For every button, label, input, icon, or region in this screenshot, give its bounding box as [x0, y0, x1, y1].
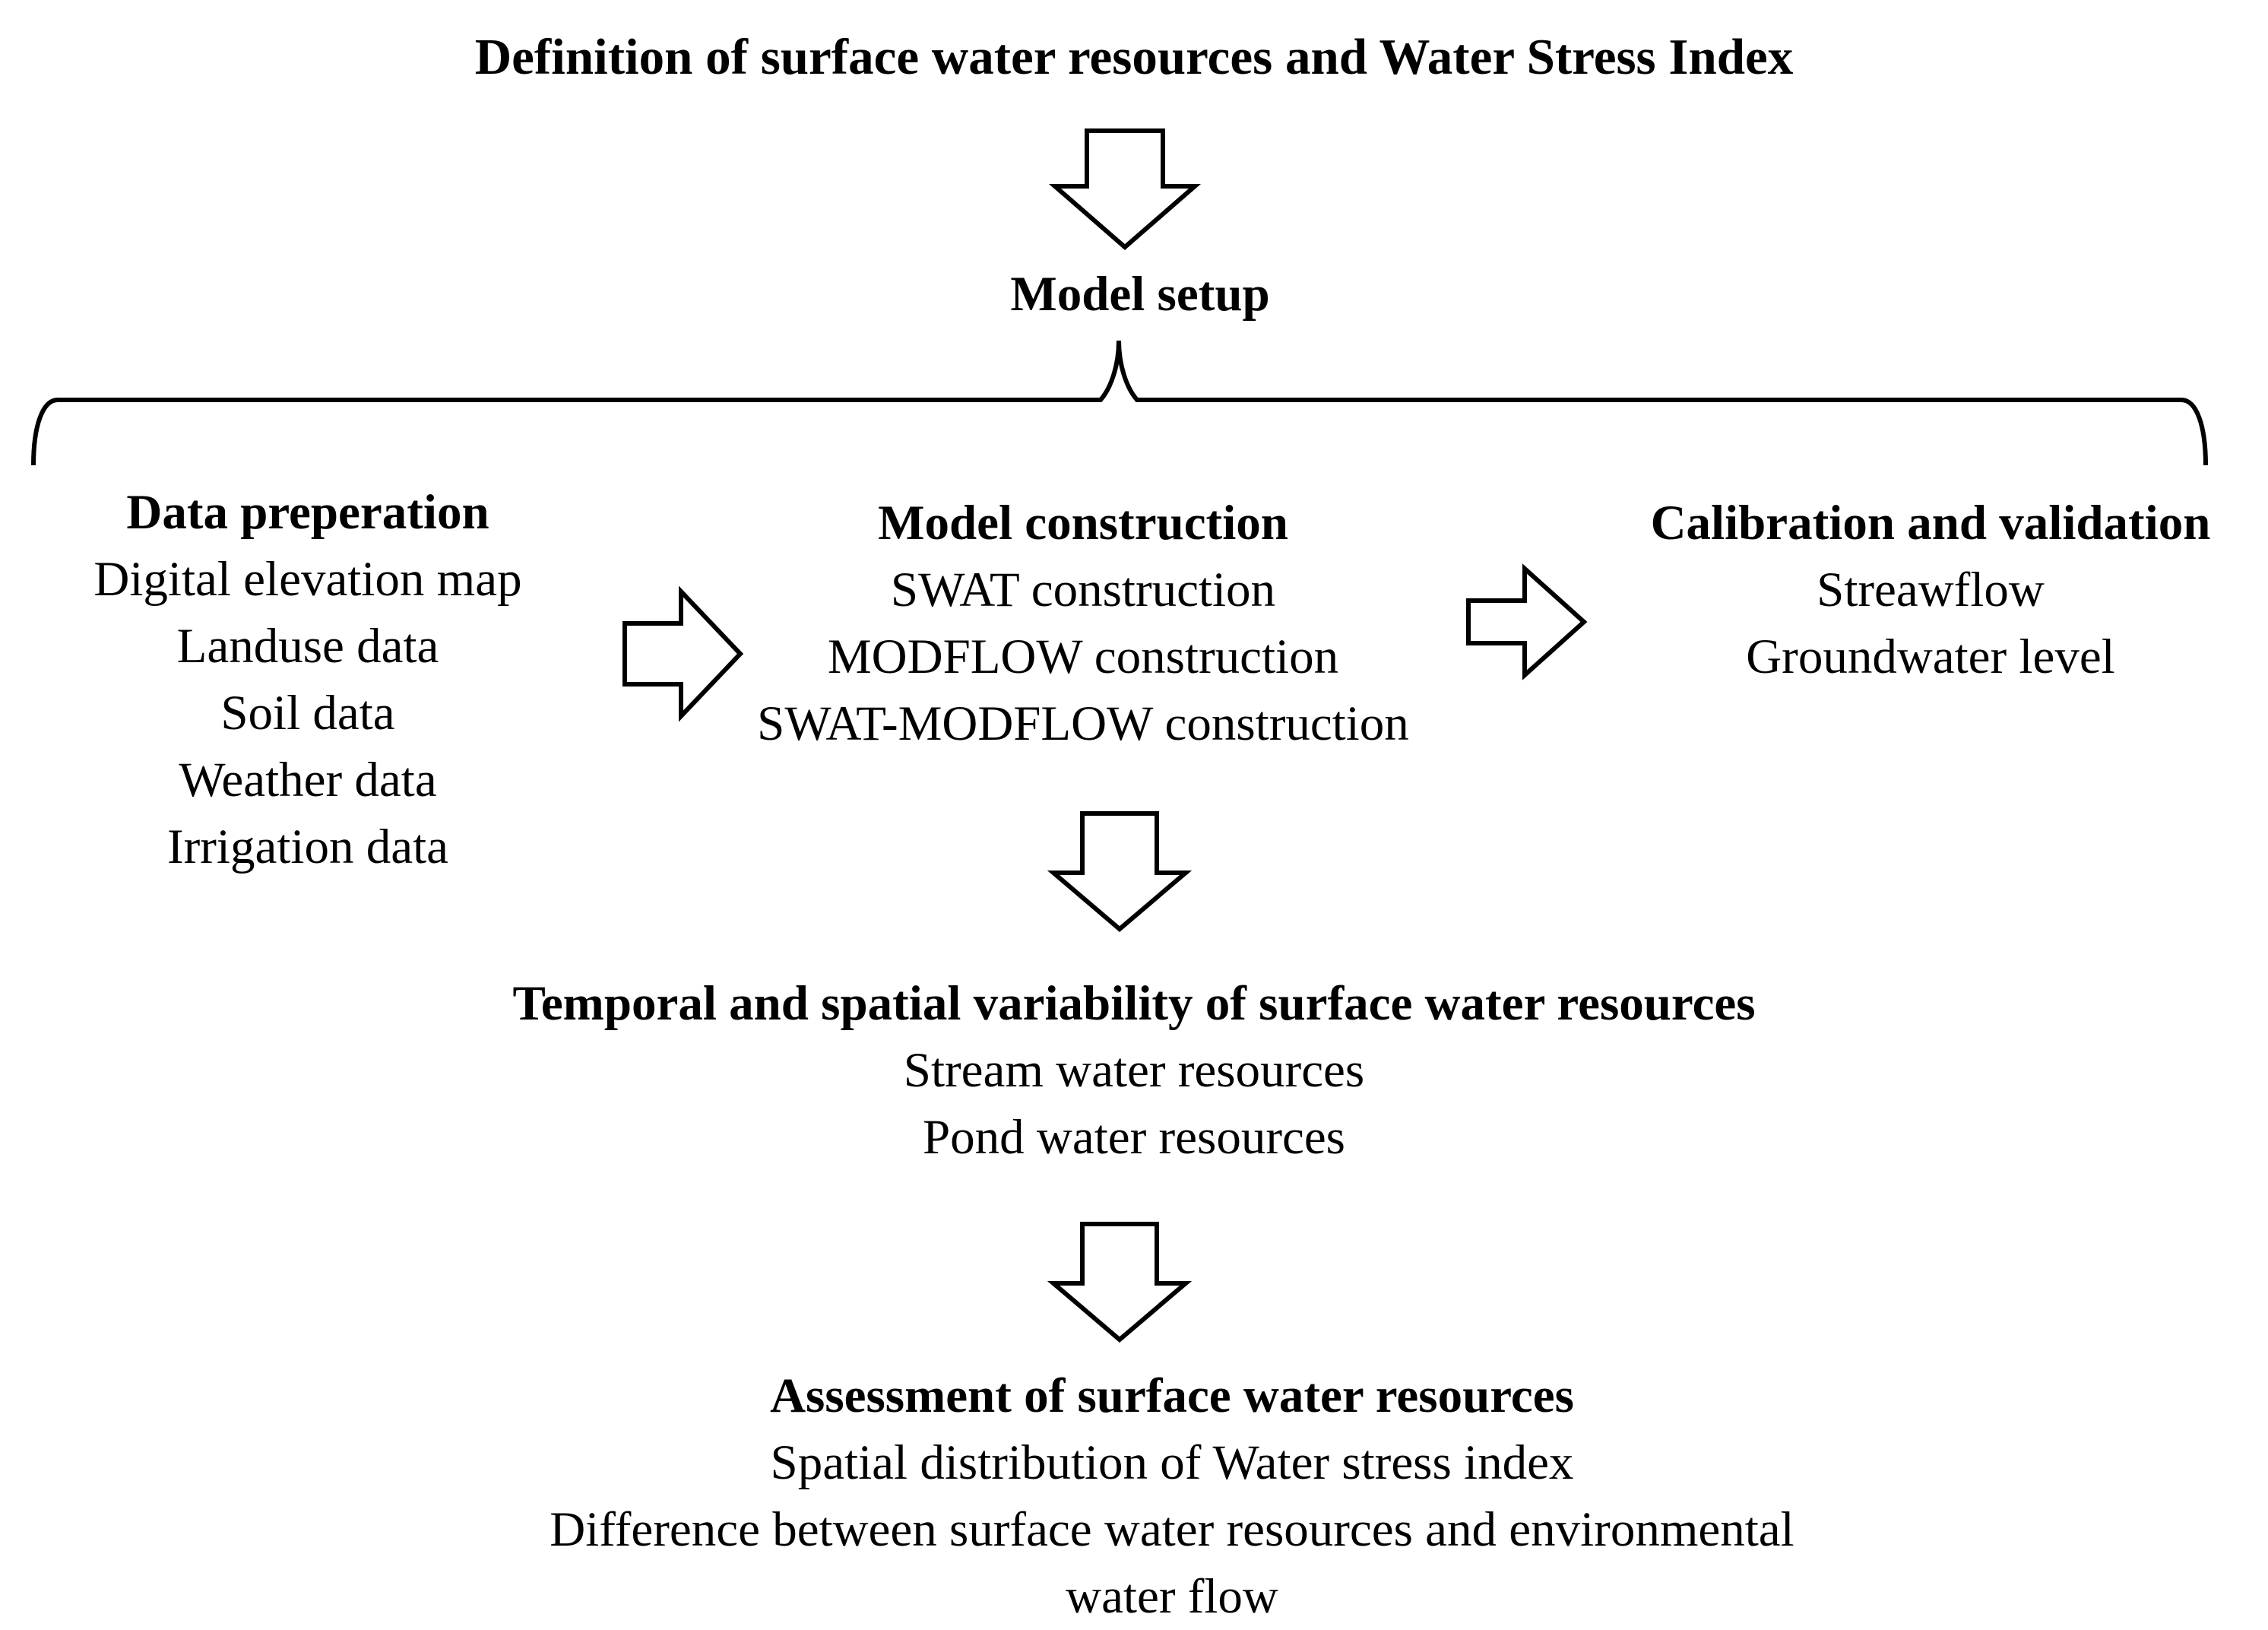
variability-block: Temporal and spatial variability of surf…: [298, 970, 1970, 1171]
list-item: Pond water resources: [923, 1110, 1345, 1165]
list-item: Spatial distribution of Water stress ind…: [770, 1435, 1574, 1490]
list-item: SWAT-MODFLOW construction: [757, 696, 1409, 751]
list-item: Digital elevation map: [93, 552, 522, 607]
title-text: Definition of surface water resources an…: [474, 29, 1794, 85]
list-item: Soil data: [220, 686, 395, 740]
list-item: MODFLOW construction: [827, 629, 1339, 684]
list-item: Landuse data: [176, 619, 439, 674]
calibration-block: Calibration and validation Streawflow Gr…: [1604, 490, 2257, 690]
list-item: water flow: [1066, 1569, 1278, 1624]
list-item: Stream water resources: [903, 1043, 1365, 1098]
variability-heading: Temporal and spatial variability of surf…: [512, 976, 1756, 1031]
data-preparation-heading: Data preperation: [126, 485, 489, 540]
list-item: Weather data: [179, 753, 437, 807]
arrow-right-icon: [622, 585, 744, 722]
list-item: SWAT construction: [890, 563, 1276, 617]
arrow-down-icon: [1048, 128, 1202, 250]
assessment-heading: Assessment of surface water resources: [770, 1368, 1574, 1423]
model-construction-heading: Model construction: [878, 496, 1288, 550]
arrow-down-icon: [1047, 1222, 1193, 1343]
arrow-right-icon: [1466, 563, 1588, 680]
model-construction-block: Model construction SWAT construction MOD…: [699, 490, 1467, 757]
calibration-heading: Calibration and validation: [1650, 496, 2211, 550]
list-item: Irrigation data: [167, 820, 448, 874]
data-preparation-block: Data preperation Digital elevation map L…: [8, 479, 608, 880]
page-title: Definition of surface water resources an…: [0, 32, 2268, 83]
model-setup-label: Model setup: [1010, 267, 1270, 322]
list-item: Streawflow: [1817, 563, 2045, 617]
curly-brace: [31, 340, 2208, 466]
assessment-block: Assessment of surface water resources Sp…: [374, 1362, 1970, 1630]
arrow-down-icon: [1047, 811, 1193, 932]
list-item: Groundwater level: [1746, 629, 2115, 684]
list-item: Difference between surface water resourc…: [550, 1502, 1794, 1557]
model-setup-heading: Model setup: [760, 270, 1520, 319]
